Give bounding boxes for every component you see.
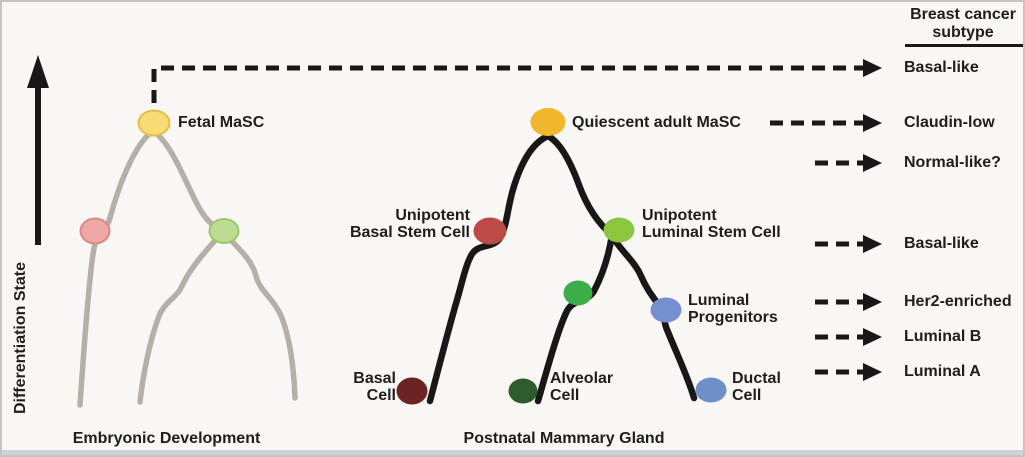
alveolar-cell-label: Alveolar Cell — [550, 370, 613, 404]
subtype-header-line1: Breast cancer — [910, 6, 1016, 23]
arrow-fetal-masc-to-basal-like — [151, 65, 864, 103]
differentiation-axis-arrow — [27, 55, 49, 245]
alveolar-cell-line1: Alveolar — [550, 370, 614, 387]
fetal-masc-cell — [137, 109, 171, 137]
luminal-progenitors-cell — [650, 297, 682, 323]
unipotent-basal-stem-cell — [473, 217, 507, 245]
subtype-arrowheads — [863, 59, 882, 381]
arrowhead-normal-like — [863, 154, 882, 172]
subtype-basal-like-2: Basal-like — [904, 235, 979, 252]
subtype-header-line2: subtype — [932, 24, 994, 41]
fetal-masc-label: Fetal MaSC — [178, 114, 265, 131]
unipotent-basal-line1: Unipotent — [395, 207, 470, 224]
ductal-cell-node — [695, 377, 727, 403]
ductal-cell-line2: Cell — [732, 387, 762, 404]
luminal-progenitors-line2: Progenitors — [688, 309, 778, 326]
unipotent-luminal-line1: Unipotent — [642, 207, 717, 224]
quiescent-adult-masc-label: Quiescent adult MaSC — [572, 114, 741, 131]
unipotent-basal-stem-cell-label: Unipotent Basal Stem Cell — [320, 207, 470, 241]
subtype-luminal-b: Luminal B — [904, 328, 982, 345]
subtype-arrows — [151, 65, 864, 375]
luminal-progenitors-line1: Luminal — [688, 292, 750, 309]
alveolar-cell-node — [508, 378, 538, 404]
unipotent-luminal-line2: Luminal Stem Cell — [642, 224, 781, 241]
embryonic-tree — [77, 127, 298, 408]
basal-cell-label: Basal Cell — [316, 370, 396, 404]
embryonic-main-branch — [77, 127, 225, 408]
arrowhead-basal-like-top — [863, 59, 882, 77]
unipotent-luminal-stem-cell-label: Unipotent Luminal Stem Cell — [642, 207, 781, 241]
subtype-basal-like-top: Basal-like — [904, 59, 979, 76]
alveolar-progenitor-cell — [563, 280, 593, 306]
postnatal-main-branch — [426, 132, 616, 405]
subtype-header-underline — [905, 44, 1023, 47]
arrowhead-luminal-b — [863, 328, 882, 346]
basal-cell-line1: Basal — [353, 370, 396, 387]
unipotent-luminal-stem-cell — [603, 217, 635, 243]
embryonic-left-sub-branch — [137, 230, 225, 405]
differentiation-state-axis-label: Differentiation State — [12, 262, 29, 415]
arrowhead-claudin-low — [863, 114, 882, 132]
unipotent-basal-line2: Basal Stem Cell — [349, 224, 470, 241]
alveolar-cell-line2: Cell — [550, 387, 580, 404]
subtype-claudin-low: Claudin-low — [904, 114, 995, 131]
postnatal-tree — [426, 132, 698, 405]
arrowhead-luminal-a — [863, 363, 882, 381]
basal-cell-line2: Cell — [366, 387, 396, 404]
subtype-luminal-a: Luminal A — [904, 363, 981, 380]
luminal-progenitors-label: Luminal Progenitors — [688, 292, 778, 326]
embryonic-development-caption: Embryonic Development — [72, 430, 261, 447]
subtype-column-header: Breast cancer subtype — [903, 6, 1023, 42]
subtype-normal-like: Normal-like? — [904, 154, 1001, 171]
basal-cell-node — [396, 377, 428, 405]
bottom-border-strip — [2, 450, 1023, 455]
subtype-her2-enriched: Her2-enriched — [904, 293, 1012, 310]
arrowhead-basal-like-2 — [863, 235, 882, 253]
ductal-cell-line1: Ductal — [732, 370, 781, 387]
embryonic-basal-progenitor-cell — [79, 217, 111, 245]
arrowhead-her2-enriched — [863, 293, 882, 311]
postnatal-mammary-gland-caption: Postnatal Mammary Gland — [463, 430, 665, 447]
embryonic-luminal-progenitor-cell — [208, 218, 240, 244]
ductal-cell-label: Ductal Cell — [732, 370, 781, 404]
quiescent-adult-masc-cell — [530, 108, 566, 136]
embryonic-right-sub-branch — [222, 231, 298, 401]
